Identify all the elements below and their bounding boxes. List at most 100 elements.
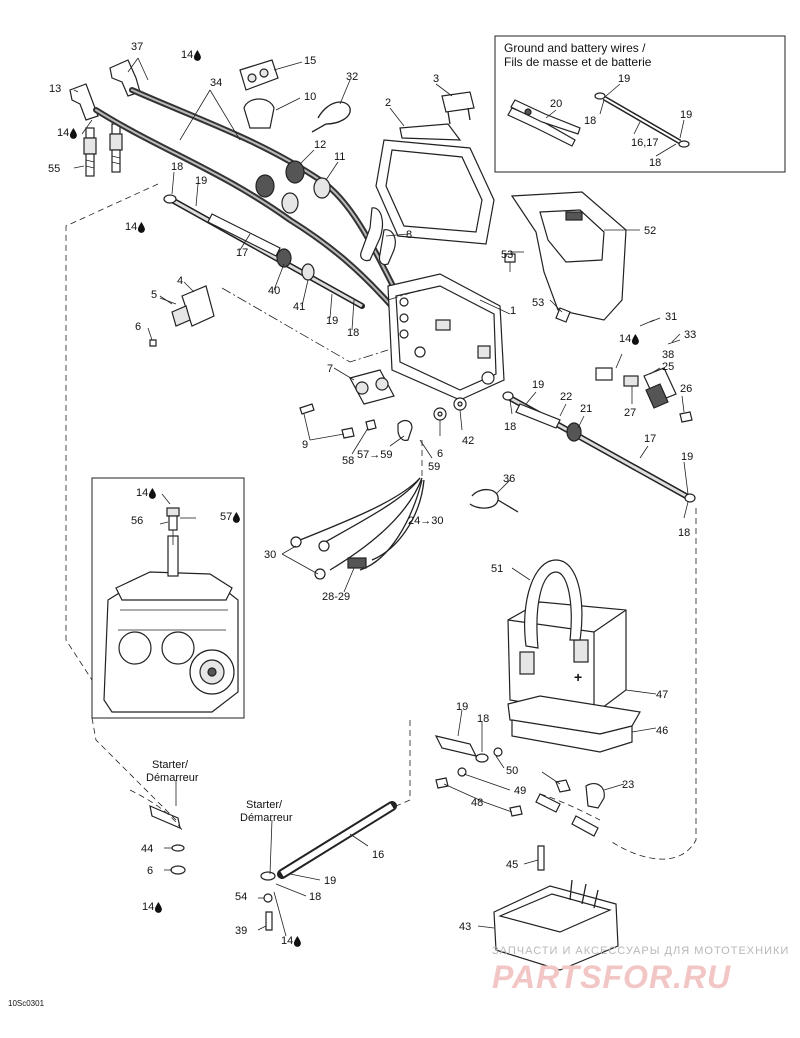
callout-17: 17 (644, 433, 656, 445)
battery-cable-right-part (502, 391, 696, 503)
battery-terminal-cable-part (434, 735, 605, 837)
svg-text:+: + (574, 669, 582, 685)
callout-18: 18 (678, 527, 690, 539)
crimp-tool-part (507, 99, 581, 147)
callout-12: 12 (314, 139, 326, 151)
battery-strap-part (524, 559, 583, 649)
callout-16-17: 16,17 (631, 137, 659, 149)
callout-56: 56 (131, 515, 143, 527)
tie-rap-36-part (469, 489, 519, 513)
battery-tray-part (493, 845, 619, 971)
spark-plugs-part (83, 123, 123, 177)
callout-25: 25 (662, 361, 674, 373)
callout-14: 14 (136, 487, 148, 499)
starter-note-center: Starter/ Démarreur (240, 799, 293, 824)
callout-27: 27 (624, 407, 636, 419)
leader-lines (73, 57, 689, 937)
callout-50: 50 (506, 765, 518, 777)
callout-41: 41 (293, 301, 305, 313)
tie-rap-part (311, 101, 351, 133)
callout-14: 14 (57, 127, 69, 139)
callout-19: 19 (195, 175, 207, 187)
callout-42: 42 (462, 435, 474, 447)
callout-38: 38 (662, 349, 674, 361)
bolts-53-part (504, 253, 571, 323)
cable-holder-part (239, 59, 279, 91)
callout-5: 5 (151, 289, 157, 301)
callout-14: 14 (125, 221, 137, 233)
callout-3: 3 (433, 73, 439, 85)
engine-part (103, 535, 239, 713)
battery-pads-part (507, 695, 641, 753)
relay-part (149, 285, 215, 347)
oil-drop-icon (193, 50, 201, 61)
callout-14: 14 (281, 935, 293, 947)
callout-15: 15 (304, 55, 316, 67)
washers-part (433, 397, 467, 421)
electrical-box-part (387, 273, 505, 401)
callout-8: 8 (406, 229, 412, 241)
watermark-tagline: ЗАПЧАСТИ И АКСЕССУАРЫ ДЛЯ МОТОТЕХНИКИ (492, 945, 789, 957)
reference-lines (65, 183, 697, 860)
callout-2: 2 (385, 97, 391, 109)
mounting-bracket-part (510, 191, 627, 321)
callout-14: 14 (619, 333, 631, 345)
bracket-part (441, 91, 475, 125)
callout-21: 21 (580, 403, 592, 415)
callout-10: 10 (304, 91, 316, 103)
callout-55: 55 (48, 163, 60, 175)
callout-24-to-30: 24→30 (408, 515, 443, 527)
callout-19: 19 (680, 109, 692, 121)
starter-cable-upper-part (163, 194, 365, 309)
callout-39: 39 (235, 925, 247, 937)
callout-53: 53 (501, 249, 513, 261)
inset-title-line2: Fils de masse et de batterie (504, 55, 652, 69)
oil-drop-icon (232, 512, 240, 523)
starter-note-left-line2: Démarreur (146, 772, 199, 784)
callout-37: 37 (131, 41, 143, 53)
callout-18: 18 (171, 161, 183, 173)
callout-19: 19 (618, 73, 630, 85)
callout-44: 44 (141, 843, 153, 855)
callout-18: 18 (584, 115, 596, 127)
callout-49: 49 (514, 785, 526, 797)
callout-53: 53 (532, 297, 544, 309)
oil-drop-icon (69, 128, 77, 139)
wiring-harness-part (290, 477, 425, 580)
oil-drop-icon (137, 222, 145, 233)
engine-inset (91, 477, 245, 719)
callout-19: 19 (681, 451, 693, 463)
callout-19: 19 (456, 701, 468, 713)
starter-cable-lower-part (260, 801, 397, 931)
callout-14: 14 (181, 49, 193, 61)
callout-16: 16 (372, 849, 384, 861)
callout-40: 40 (268, 285, 280, 297)
callout-54: 54 (235, 891, 247, 903)
callout-32: 32 (346, 71, 358, 83)
callout-6: 6 (147, 865, 153, 877)
callout-47: 47 (656, 689, 668, 701)
callout-57: 57 (220, 511, 232, 523)
oil-drop-icon (154, 902, 162, 913)
fuse-holder-part (595, 319, 693, 423)
callout-43: 43 (459, 921, 471, 933)
watermark-logo: PARTSFOR.RU (492, 959, 731, 995)
ground-wire-part (594, 92, 690, 148)
ground-battery-wires-inset: Ground and battery wires / Fils de masse… (494, 35, 786, 173)
callout-48: 48 (471, 797, 483, 809)
starter-terminal-left-part (129, 789, 186, 875)
callout-19: 19 (326, 315, 338, 327)
sleeve-part (360, 207, 396, 266)
fuse-part (397, 419, 413, 441)
callout-18: 18 (347, 327, 359, 339)
callout-26: 26 (680, 383, 692, 395)
callout-4: 4 (177, 275, 183, 287)
callout-7: 7 (327, 363, 333, 375)
starter-note-left: Starter/ Démarreur (146, 759, 199, 784)
spark-plug-caps-part (69, 59, 141, 121)
callout-33: 33 (684, 329, 696, 341)
callout-36: 36 (503, 473, 515, 485)
callout-20: 20 (550, 98, 562, 110)
starter-note-center-line2: Démarreur (240, 812, 293, 824)
